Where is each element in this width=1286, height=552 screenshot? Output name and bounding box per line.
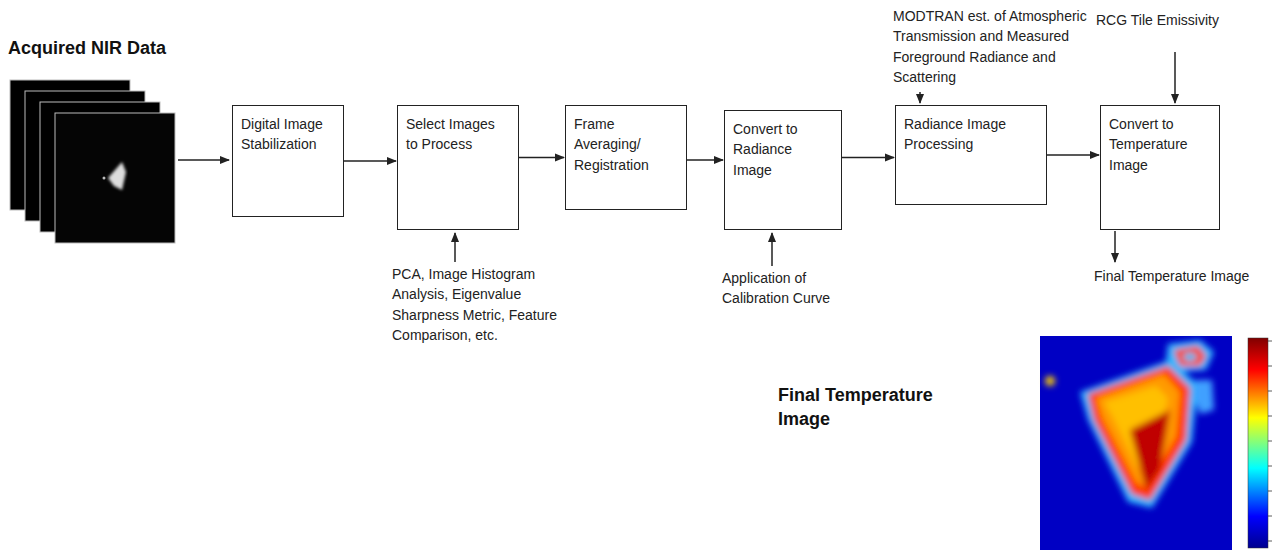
heading-label: Final Temperature Image [778, 383, 988, 432]
box-text: Select Images to Process [406, 114, 510, 155]
annotation-text: Final Temperature Image [1094, 266, 1274, 286]
process-box: Frame Averaging/ Registration [565, 105, 687, 210]
process-box: Digital Image Stabilization [232, 105, 344, 217]
flow-arrow [519, 157, 564, 159]
box-text: Frame Averaging/ Registration [574, 114, 678, 175]
annotation-text: MODTRAN est. of Atmospheric Transmission… [893, 6, 1093, 87]
process-box: Select Images to Process [397, 105, 519, 230]
process-box: Radiance Image Processing [895, 105, 1047, 205]
annotation-text: Application of Calibration Curve [722, 268, 857, 309]
box-text: Convert to Radiance Image [733, 119, 833, 180]
box-text: Radiance Image Processing [904, 114, 1038, 155]
annotation-text: PCA, Image Histogram Analysis, Eigenvalu… [392, 264, 557, 345]
flow-arrow [344, 160, 396, 162]
flow-arrow [1047, 154, 1099, 156]
annotation-text: RCG Tile Emissivity [1096, 10, 1236, 30]
annotation-arrows [178, 52, 1175, 266]
flow-arrow [842, 157, 894, 159]
box-text: Digital Image Stabilization [241, 114, 335, 155]
thermal-image [1040, 336, 1272, 550]
heading-label: Acquired NIR Data [8, 36, 238, 60]
box-text: Convert to Temperature Image [1109, 114, 1211, 175]
nir-frames [10, 80, 175, 243]
process-box: Convert to Radiance Image [724, 110, 842, 230]
process-box: Convert to Temperature Image [1100, 105, 1220, 230]
flow-arrow [687, 159, 723, 161]
